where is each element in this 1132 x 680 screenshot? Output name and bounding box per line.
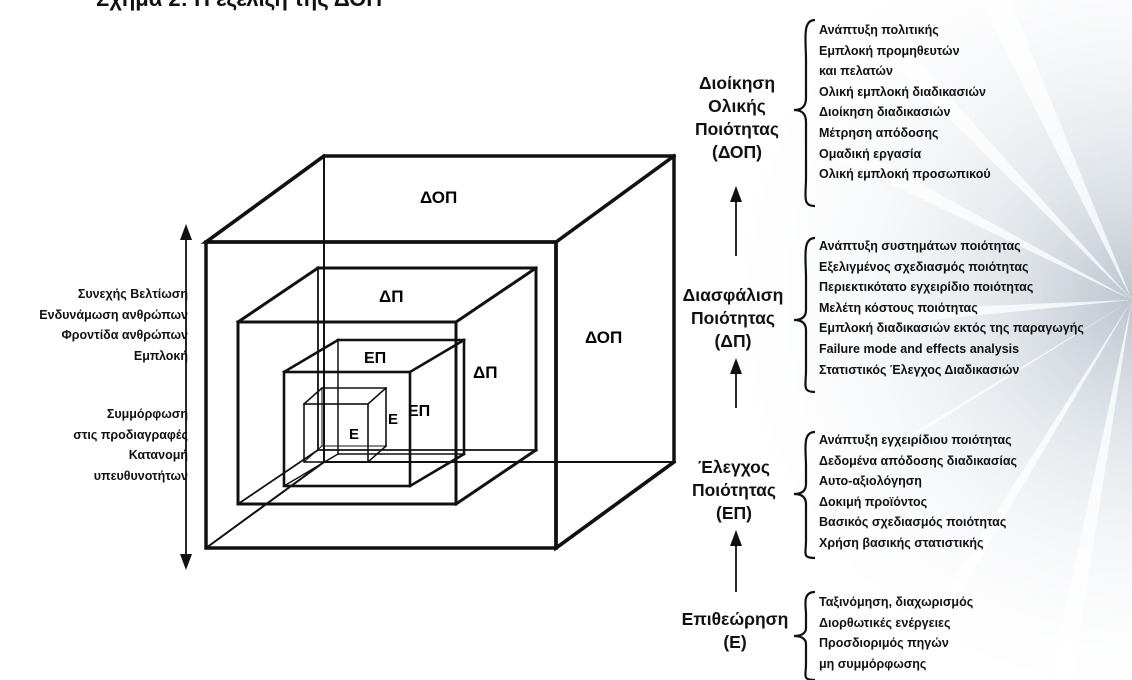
stage-title-line: Ποιότητας	[690, 308, 776, 328]
left-note-line: Συνεχής Βελτίωση	[77, 287, 188, 301]
left-notes-lower: Συμμόρφωση στις προδιαγραφές Κατανομή υπ…	[73, 404, 188, 486]
outer-cube-right-label: ΔΟΠ	[585, 328, 622, 347]
left-note-line: Κατανομή	[128, 448, 188, 462]
stage-items-inspection: Ταξινόμηση, διαχωρισμός Διορθωτικές ενέρ…	[819, 592, 973, 674]
stage-title-qa: Διασφάλιση Ποιότητας (ΔΠ)	[683, 284, 784, 353]
stage-title-tqm: Διοίκηση Ολικής Ποιότητας (ΔΟΠ)	[695, 72, 779, 164]
list-item: Failure mode and effects analysis	[819, 341, 1020, 356]
inner-cube	[282, 338, 466, 488]
list-item: Στατιστικός Έλεγχος Διαδικασιών	[819, 362, 1020, 377]
stage-title-line: Ποιότητας	[691, 480, 777, 500]
inner-cube-top-label: ΕΠ	[364, 350, 386, 367]
inner-cube-right-label: ΕΠ	[408, 403, 430, 420]
middle-cube-right-label: ΔΠ	[473, 363, 498, 382]
stage-title-line: (ΕΠ)	[716, 503, 752, 523]
stage-title-line: Ποιότητας	[694, 119, 780, 139]
figure-title: Σχήμα 2: Η εξέλιξη της ΔΟΠ	[96, 0, 382, 12]
list-item: Χρήση βασικής στατιστικής	[819, 535, 984, 550]
list-item: και πελατών	[819, 64, 893, 79]
stage-title-line: (Ε)	[723, 632, 747, 652]
stage-items-qc: Ανάπτυξη εγχειρίδιου ποιότητας Δεδομένα …	[819, 430, 1017, 554]
list-item: Εμπλοκή διαδικασιών εκτός της παραγωγής	[819, 321, 1084, 336]
list-item: Ανάπτυξη εγχειρίδιου ποιότητας	[819, 433, 1012, 447]
curly-braces	[793, 18, 816, 680]
core-cube-right-label: Ε	[388, 411, 398, 428]
list-item: Βασικός σχεδιασμός ποιότητας	[819, 515, 1007, 530]
stage-title-line: Έλεγχος	[698, 457, 770, 477]
list-item: Μέτρηση απόδοσης	[819, 125, 939, 140]
outer-cube	[200, 153, 677, 552]
left-note-line: στις προδιαγραφές	[73, 427, 188, 442]
list-item: Ολική εμπλοκή διαδικασιών	[819, 84, 986, 99]
list-item: Εξελιγμένος σχεδιασμός ποιότητας	[819, 259, 1029, 274]
list-item: Δεδομένα απόδοσης διαδικασίας	[819, 453, 1018, 468]
list-item: Προσδιοριμός πηγών	[819, 636, 949, 651]
left-note-line: Ενδυνάμωση ανθρώπων	[39, 307, 188, 322]
core-cube	[302, 386, 388, 464]
list-item: Μελέτη κόστους ποιότητας	[819, 300, 978, 315]
left-note-line: Συμμόρφωση	[106, 407, 188, 421]
outer-cube-top-label: ΔΟΠ	[420, 188, 457, 207]
left-note-line: Φροντίδα ανθρώπων	[61, 328, 188, 342]
core-cube-front-label: Ε	[349, 426, 359, 443]
left-double-arrow	[180, 224, 192, 570]
stage-items-tqm: Ανάπτυξη πολιτικής Εμπλοκή προμηθευτών κ…	[819, 20, 991, 185]
stage-title-line: (ΔΠ)	[714, 331, 752, 351]
left-notes-upper: Συνεχής Βελτίωση Ενδυνάμωση ανθρώπων Φρο…	[39, 284, 188, 366]
list-item: Δοκιμή προϊόντος	[819, 494, 928, 509]
stage-title-line: Διασφάλιση	[682, 285, 784, 305]
stage-title-line: Ολικής	[708, 96, 766, 116]
list-item: Αυτο-αξιολόγηση	[819, 474, 922, 489]
list-item: Ανάπτυξη πολιτικής	[819, 23, 939, 37]
list-item: Ταξινόμηση, διαχωρισμός	[819, 595, 974, 609]
stage-title-qc: Έλεγχος Ποιότητας (ΕΠ)	[692, 456, 776, 525]
middle-cube-top-label: ΔΠ	[379, 287, 404, 306]
list-item: Περιεκτικότατο εγχειρίδιο ποιότητας	[819, 280, 1034, 295]
list-item: Ομαδική εργασία	[819, 146, 922, 161]
stage-title-line: Διοίκηση	[698, 73, 776, 93]
list-item: Ανάπτυξη συστημάτων ποιότητας	[819, 239, 1021, 253]
middle-cube	[235, 265, 539, 507]
list-item: Διοίκηση διαδικασιών	[819, 105, 951, 120]
list-item: μη συμμόρφωσης	[819, 656, 927, 671]
stage-arrows	[730, 186, 742, 592]
left-note-line: Εμπλοκή	[133, 348, 188, 363]
list-item: Ολική εμπλοκή προσωπικού	[819, 167, 991, 182]
stage-items-qa: Ανάπτυξη συστημάτων ποιότητας Εξελιγμένο…	[819, 236, 1084, 380]
left-note-line: υπευθυνοτήτων	[93, 468, 188, 483]
stage-title-inspection: Επιθεώρηση (Ε)	[682, 608, 789, 654]
stage-title-line: Επιθεώρηση	[681, 609, 789, 629]
stage-title-line: (ΔΟΠ)	[711, 142, 763, 162]
list-item: Διορθωτικές ενέργειες	[819, 615, 951, 630]
list-item: Εμπλοκή προμηθευτών	[819, 43, 960, 58]
